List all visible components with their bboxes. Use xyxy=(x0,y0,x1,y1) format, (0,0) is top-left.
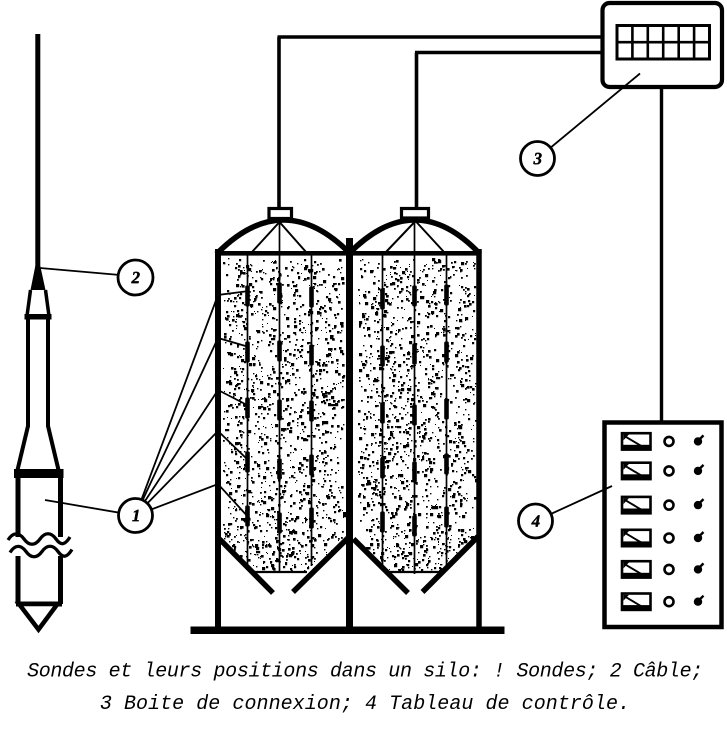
svg-text:Sondes et leurs positions dans: Sondes et leurs positions dans un silo: … xyxy=(27,661,703,684)
svg-text:3 Boite de connexion; 4 Tablea: 3 Boite de connexion; 4 Tableau de contr… xyxy=(100,693,630,716)
